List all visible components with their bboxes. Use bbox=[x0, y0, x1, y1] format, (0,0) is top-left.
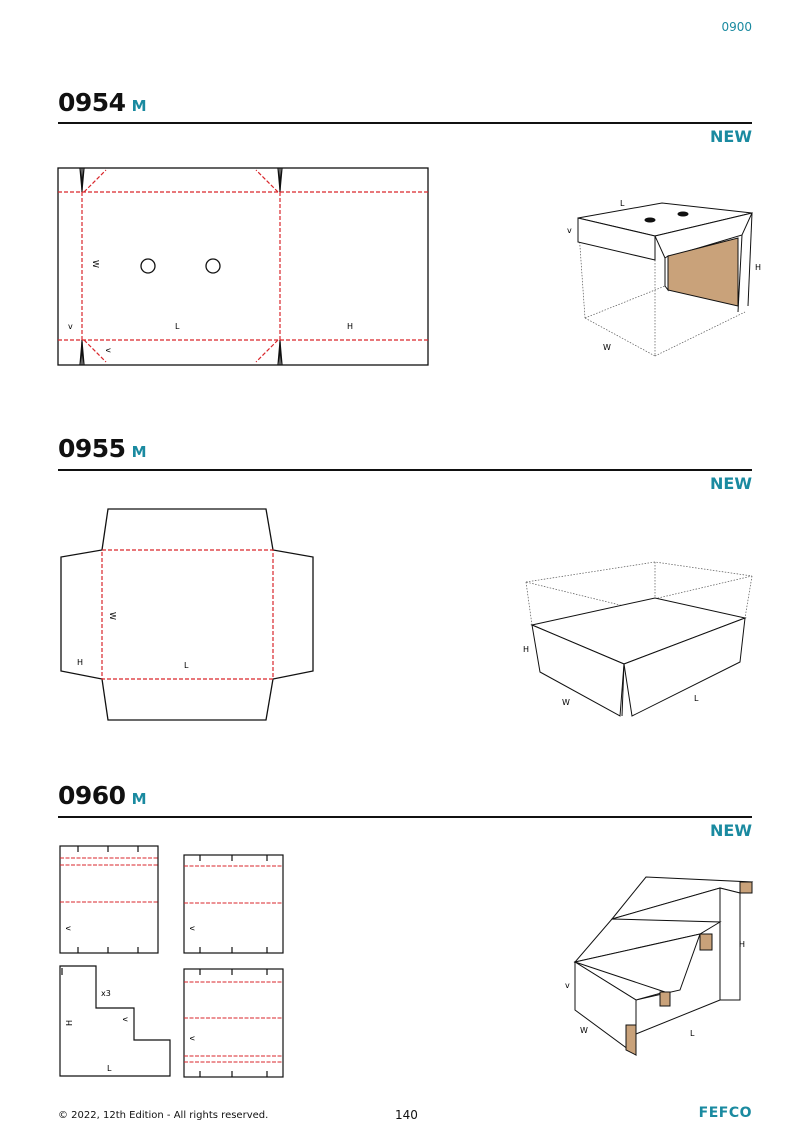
dieline-0960-panel-1 bbox=[59, 845, 159, 954]
page-number: 140 bbox=[395, 1108, 418, 1122]
view-w: W bbox=[580, 1026, 588, 1035]
view-3d-0954 bbox=[577, 202, 753, 357]
view-3d-0955 bbox=[525, 561, 753, 717]
dim-w: W bbox=[91, 260, 100, 268]
section-code: 0960 bbox=[58, 781, 126, 810]
dieline-0954 bbox=[57, 167, 429, 366]
section-suffix: M bbox=[131, 443, 147, 461]
dim-v: v bbox=[121, 1017, 130, 1022]
dim-x3: x3 bbox=[101, 989, 111, 998]
crease-lines-0955 bbox=[101, 549, 274, 680]
section-suffix: M bbox=[131, 790, 147, 808]
dim-v: v bbox=[188, 1036, 197, 1041]
section-title-0954: 0954 M bbox=[58, 88, 147, 117]
dim-v-rotated: v bbox=[104, 348, 113, 353]
new-badge: NEW bbox=[710, 474, 752, 493]
dim-v: v bbox=[68, 322, 73, 331]
crease-lines-0954 bbox=[58, 169, 428, 363]
dim-l: L bbox=[107, 1064, 112, 1073]
new-badge: NEW bbox=[710, 127, 752, 146]
copyright: © 2022, 12th Edition - All rights reserv… bbox=[58, 1110, 269, 1121]
dim-v: v bbox=[188, 926, 197, 931]
view-3d-0960 bbox=[573, 876, 754, 1056]
section-code: 0955 bbox=[58, 434, 126, 463]
view-v: v bbox=[567, 226, 572, 235]
view-w: W bbox=[562, 698, 570, 707]
section-title-0960: 0960 M bbox=[58, 781, 147, 810]
dieline-0960-panel-3 bbox=[183, 968, 284, 1078]
view-l: L bbox=[690, 1029, 695, 1038]
view-l: L bbox=[620, 199, 625, 208]
section-suffix: M bbox=[131, 97, 147, 115]
dim-l: L bbox=[175, 322, 180, 331]
view-l: L bbox=[694, 694, 699, 703]
dieline-0960-panel-2 bbox=[183, 854, 284, 954]
section-title-0955: 0955 M bbox=[58, 434, 147, 463]
dim-v: v bbox=[64, 926, 73, 931]
dim-h: H bbox=[77, 658, 83, 667]
dieline-0960-side bbox=[59, 965, 171, 1077]
view-h: H bbox=[739, 940, 745, 949]
section-divider bbox=[58, 122, 752, 124]
new-badge: NEW bbox=[710, 821, 752, 840]
chapter-code: 0900 bbox=[721, 20, 752, 34]
view-h: H bbox=[755, 263, 761, 272]
view-w: W bbox=[603, 343, 611, 352]
dim-l: L bbox=[184, 661, 189, 670]
dim-w: W bbox=[108, 612, 117, 620]
section-divider bbox=[58, 816, 752, 818]
dim-h: H bbox=[65, 1020, 74, 1026]
view-h: H bbox=[523, 645, 529, 654]
dieline-0955 bbox=[60, 508, 314, 721]
fefco-logo: FEFCO bbox=[698, 1105, 752, 1121]
dim-h: H bbox=[347, 322, 353, 331]
section-divider bbox=[58, 469, 752, 471]
section-code: 0954 bbox=[58, 88, 126, 117]
view-v: v bbox=[565, 981, 570, 990]
